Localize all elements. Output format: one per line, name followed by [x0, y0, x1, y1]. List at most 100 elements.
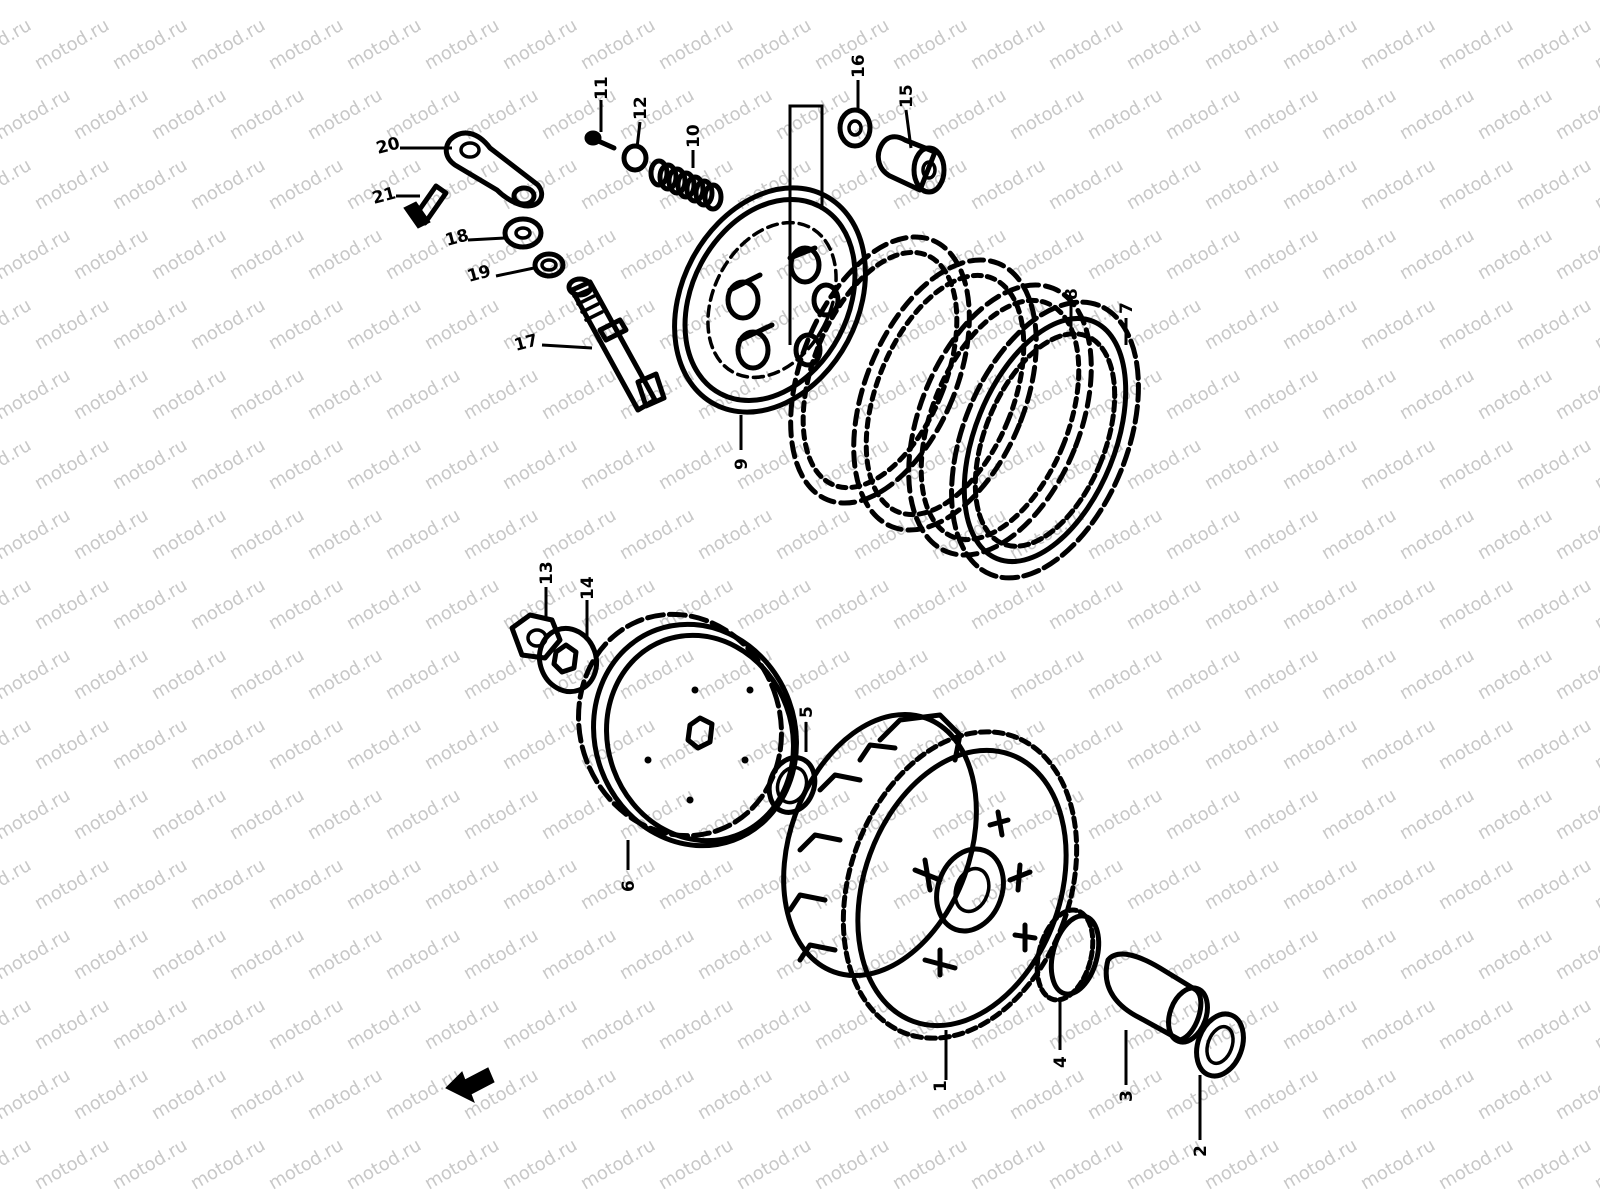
watermark-text: motod.ru — [343, 15, 425, 74]
watermark-text: motod.ru — [1435, 295, 1517, 354]
callout-5: 5 — [797, 706, 817, 718]
watermark-text: motod.ru — [187, 855, 269, 914]
watermark-text: motod.ru — [616, 925, 698, 984]
watermark-text: motod.ru — [109, 435, 191, 494]
callout-11: 11 — [592, 76, 612, 100]
watermark-text: motod.ru — [1357, 855, 1439, 914]
watermark-text: motod.ru — [0, 85, 74, 144]
watermark-text: motod.ru — [616, 0, 698, 4]
callout-1: 1 — [931, 1080, 951, 1092]
watermark-text: motod.ru — [1513, 15, 1595, 74]
watermark-text: motod.ru — [1240, 925, 1322, 984]
watermark-text: motod.ru — [850, 645, 932, 704]
watermark-text: motod.ru — [1240, 85, 1322, 144]
watermark-text: motod.ru — [1591, 1135, 1600, 1194]
part-14-lock-washer — [537, 625, 599, 695]
watermark-text: motod.ru — [460, 1065, 542, 1124]
part-1-clutch-housing — [781, 711, 1080, 1041]
watermark-text: motod.ru — [226, 645, 308, 704]
watermark-text: motod.ru — [226, 785, 308, 844]
watermark-text: motod.ru — [655, 435, 737, 494]
callout-3: 3 — [1117, 1090, 1137, 1102]
watermark-text: motod.ru — [0, 15, 35, 74]
watermark-text: motod.ru — [109, 575, 191, 634]
watermark-text: motod.ru — [1591, 155, 1600, 214]
watermark-text: motod.ru — [1513, 295, 1595, 354]
watermark-text: motod.ru — [1318, 925, 1400, 984]
watermark-text: motod.ru — [1201, 855, 1283, 914]
watermark-text: motod.ru — [1240, 365, 1322, 424]
watermark-text: motod.ru — [226, 225, 308, 284]
watermark-text: motod.ru — [1279, 575, 1361, 634]
watermark-text: motod.ru — [1045, 715, 1127, 774]
watermark-text: motod.ru — [460, 785, 542, 844]
watermark-text: motod.ru — [499, 995, 581, 1054]
callout-14: 14 — [578, 576, 598, 600]
watermark-text: motod.ru — [31, 295, 113, 354]
watermark-text: motod.ru — [1357, 995, 1439, 1054]
watermark-text: motod.ru — [421, 15, 503, 74]
watermark-text: motod.ru — [694, 0, 776, 4]
watermark-text: motod.ru — [0, 0, 74, 4]
watermark-text: motod.ru — [0, 155, 35, 214]
watermark-text: motod.ru — [226, 85, 308, 144]
watermark-text: motod.ru — [1279, 1135, 1361, 1194]
part-3-spacer — [1103, 951, 1210, 1045]
watermark-text: motod.ru — [460, 925, 542, 984]
watermark-text: motod.ru — [1006, 1065, 1088, 1124]
watermark-text: motod.ru — [1318, 0, 1400, 4]
callout-8: 8 — [1062, 288, 1082, 300]
watermark-text: motod.ru — [31, 995, 113, 1054]
watermark-text: motod.ru — [1279, 435, 1361, 494]
watermark-text: motod.ru — [1591, 435, 1600, 494]
watermark-text: motod.ru — [1357, 715, 1439, 774]
watermark-text: motod.ru — [499, 15, 581, 74]
watermark-text: motod.ru — [1357, 435, 1439, 494]
watermark-text: motod.ru — [1162, 85, 1244, 144]
watermark-text: motod.ru — [343, 715, 425, 774]
watermark-text: motod.ru — [1045, 995, 1127, 1054]
watermark-text: motod.ru — [1552, 1065, 1600, 1124]
watermark-text: motod.ru — [538, 505, 620, 564]
arrow-left-down-icon — [445, 1067, 495, 1104]
watermark-text: motod.ru — [1201, 1135, 1283, 1194]
watermark-text: motod.ru — [31, 1135, 113, 1194]
watermark-text: motod.ru — [109, 855, 191, 914]
watermark-text: motod.ru — [1591, 15, 1600, 74]
watermark-text: motod.ru — [538, 1065, 620, 1124]
watermark-text: motod.ru — [109, 995, 191, 1054]
watermark-text: motod.ru — [0, 225, 74, 284]
part-13-nut — [509, 612, 563, 661]
watermark-text: motod.ru — [1045, 575, 1127, 634]
watermark-text: motod.ru — [1591, 295, 1600, 354]
watermark-text: motod.ru — [1006, 645, 1088, 704]
watermark-text: motod.ru — [1006, 85, 1088, 144]
watermark-text: motod.ru — [1474, 785, 1556, 844]
watermark-text: motod.ru — [1435, 715, 1517, 774]
watermark-text: motod.ru — [1162, 505, 1244, 564]
watermark-text: motod.ru — [772, 1065, 854, 1124]
part-12-washer — [621, 143, 649, 173]
callout-9: 9 — [732, 458, 752, 470]
watermark-text: motod.ru — [967, 1135, 1049, 1194]
watermark-text: motod.ru — [1513, 855, 1595, 914]
watermark-text: motod.ru — [304, 365, 386, 424]
watermark-text: motod.ru — [382, 505, 464, 564]
watermark-text: motod.ru — [304, 645, 386, 704]
watermark-text: motod.ru — [304, 925, 386, 984]
watermark-text: motod.ru — [1552, 925, 1600, 984]
watermark-text: motod.ru — [226, 505, 308, 564]
watermark-text: motod.ru — [694, 1065, 776, 1124]
watermark-text: motod.ru — [694, 925, 776, 984]
callout-16: 16 — [849, 54, 869, 78]
watermark-text: motod.ru — [577, 15, 659, 74]
watermark-text: motod.ru — [1123, 575, 1205, 634]
watermark-text: motod.ru — [226, 365, 308, 424]
watermark-text: motod.ru — [1396, 785, 1478, 844]
watermark-text: motod.ru — [187, 715, 269, 774]
watermark-text: motod.ru — [70, 1065, 152, 1124]
watermark-text: motod.ru — [1513, 155, 1595, 214]
watermark-text: motod.ru — [1591, 995, 1600, 1054]
watermark-text: motod.ru — [421, 855, 503, 914]
